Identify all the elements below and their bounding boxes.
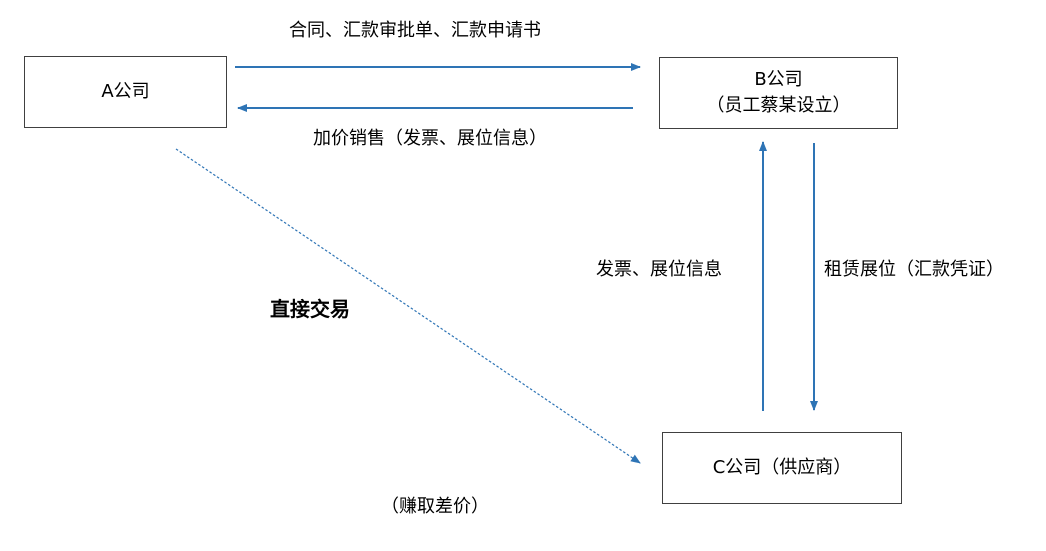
edge-label-b-to-a: 加价销售（发票、展位信息） bbox=[313, 128, 547, 149]
edge-label-b-to-c: 租赁展位（汇款凭证） bbox=[824, 259, 1004, 280]
edge-label-c-to-b: 发票、展位信息 bbox=[596, 259, 722, 280]
node-c-company: C公司（供应商） bbox=[662, 432, 902, 504]
edge-label-a-to-b: 合同、汇款审批单、汇款申请书 bbox=[289, 20, 541, 41]
node-b-company: B公司 （员工蔡某设立） bbox=[659, 57, 898, 129]
node-c-title: C公司（供应商） bbox=[712, 457, 852, 478]
node-b-title: B公司 bbox=[754, 69, 803, 90]
edge-label-a-to-c: 直接交易 bbox=[270, 297, 350, 321]
note-bottom: （赚取差价） bbox=[381, 496, 489, 517]
arrow-a-to-c-dashed bbox=[175, 148, 641, 464]
node-a-company: A公司 bbox=[24, 56, 227, 128]
node-b-subtitle: （员工蔡某设立） bbox=[706, 95, 851, 116]
node-a-title: A公司 bbox=[101, 81, 150, 102]
